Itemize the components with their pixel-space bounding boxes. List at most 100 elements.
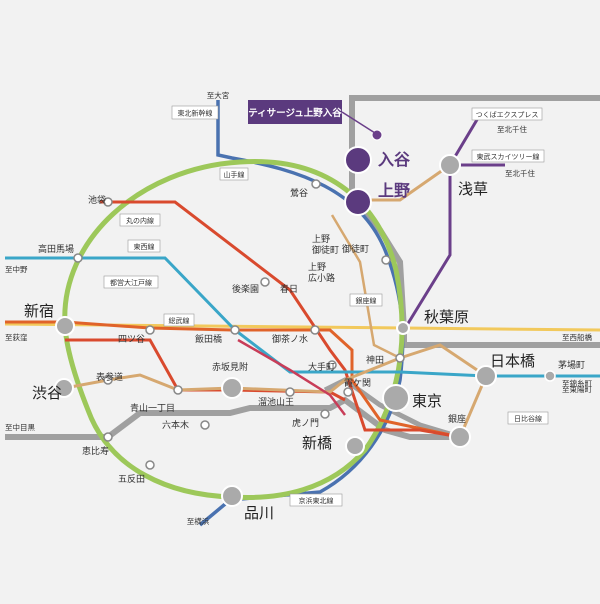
- label-gotanda: 五反田: [118, 474, 145, 485]
- station-roppongi-marker[interactable]: [200, 420, 210, 430]
- label-akihabara: 秋葉原: [424, 308, 469, 326]
- station-kayabacho-marker[interactable]: [544, 370, 556, 382]
- label-shibuya: 渋谷: [32, 384, 62, 402]
- label-aoyamaitchome: 青山一丁目: [130, 402, 175, 414]
- label-keihin-tohoku: 京浜東北線: [299, 496, 334, 505]
- marunouchi-line: [100, 200, 461, 439]
- label-ginza: 銀座: [448, 413, 466, 425]
- station-yotsuya-marker[interactable]: [145, 325, 155, 335]
- label-ueno-okachimachi: 上野御徒町: [312, 234, 339, 256]
- dir-yokohama: 至横浜: [187, 516, 210, 526]
- label-tsukuba-express: つくばエクスプレス: [476, 110, 539, 119]
- label-akasakamitsuke: 赤坂見附: [212, 361, 248, 373]
- label-shinagawa: 品川: [244, 504, 274, 522]
- line-label-boxes: 東北新幹線 山手線 丸の内線 東西線 都営大江戸線 総武線 銀座線 京浜東北線 …: [103, 105, 549, 507]
- station-uguisudani-marker[interactable]: [311, 179, 321, 189]
- station-ikebukuro-marker[interactable]: [103, 197, 113, 207]
- label-ochanomizu: 御茶ノ水: [272, 333, 308, 345]
- station-nihonbashi-marker[interactable]: [475, 365, 497, 387]
- label-okachimachi: 御徒町: [342, 243, 369, 255]
- label-korakuen: 後楽園: [232, 283, 259, 295]
- label-oedo: 都営大江戸線: [110, 278, 152, 287]
- tsukuba-express-line: [402, 117, 480, 331]
- station-shibuya-marker[interactable]: [54, 378, 74, 398]
- label-hibiya: 日比谷線: [514, 414, 542, 423]
- label-omotesando: 表参道: [96, 371, 123, 383]
- label-ueno-hirokoji: 上野広小路: [308, 262, 335, 284]
- label-tameikesanno: 溜池山王: [258, 396, 294, 408]
- station-akasakamitsuke-marker[interactable]: [221, 377, 243, 399]
- label-yotsuya: 四ツ谷: [118, 334, 145, 345]
- station-shinbashi-marker[interactable]: [345, 436, 365, 456]
- label-sobu: 総武線: [169, 316, 190, 325]
- label-iidabashi: 飯田橋: [195, 333, 222, 345]
- station-omotesando-marker[interactable]: [103, 375, 113, 385]
- station-toranomon-marker[interactable]: [320, 409, 330, 419]
- station-okachimachi-marker[interactable]: [381, 255, 391, 265]
- label-kasumigaseki: 霞ケ関: [344, 378, 371, 389]
- small-station-markers: [73, 179, 405, 470]
- label-takadanobaba: 高田馬場: [38, 243, 74, 255]
- dir-nishifunabashi: 至西船橋: [562, 332, 592, 342]
- dir-nakameguro: 至中目黒: [5, 422, 35, 432]
- station-kasumigaseki-marker[interactable]: [343, 387, 353, 397]
- dir-omiya: 至大宮: [207, 90, 230, 100]
- station-gotanda-marker[interactable]: [145, 460, 155, 470]
- label-tohoku-shinkansen: 東北新幹線: [178, 109, 213, 118]
- label-shinbashi: 新橋: [302, 434, 332, 452]
- property-callout-label: ティサージュ上野入谷: [248, 107, 342, 119]
- label-kayabacho: 茅場町: [558, 359, 585, 371]
- property-callout-box: [248, 100, 342, 124]
- label-nihonbashi: 日本橋: [490, 352, 535, 370]
- label-uguisudani: 鶯谷: [290, 187, 308, 199]
- dir-ogikubo: 至荻窪: [5, 332, 28, 342]
- label-otemachi: 大手町: [308, 361, 335, 373]
- label-tokyo: 東京: [412, 392, 442, 410]
- chuo-line: [5, 320, 461, 439]
- station-iidabashi-marker[interactable]: [230, 325, 240, 335]
- station-ochanomizu-marker[interactable]: [310, 325, 320, 335]
- dir-toyocho: 至東陽町: [562, 384, 592, 394]
- direction-labels: 至大宮 至北千住 至北千住 至中野 至荻窪 至西船橋 至錦糸町 至東陽町 至中目…: [5, 90, 592, 526]
- station-ueno-marker[interactable]: [344, 188, 372, 216]
- label-yamanote: 山手線: [224, 170, 245, 179]
- ginza-line: [64, 343, 488, 438]
- tozai-line: [5, 256, 600, 378]
- oedo-line: [237, 338, 346, 416]
- label-tobu-skytree: 東武スカイツリー線: [477, 152, 540, 161]
- station-otemachi-marker[interactable]: [327, 360, 337, 370]
- station-tameikesanno-marker[interactable]: [285, 387, 295, 397]
- label-marunouchi: 丸の内線: [126, 216, 154, 225]
- station-iriya-marker[interactable]: [344, 146, 372, 174]
- label-tozai: 東西線: [134, 242, 155, 251]
- station-shinjuku-marker[interactable]: [55, 316, 75, 336]
- station-aoyamaitchome-marker[interactable]: [173, 385, 183, 395]
- station-tokyo-marker[interactable]: [382, 384, 410, 412]
- label-ueno: 上野: [378, 181, 410, 200]
- label-iriya: 入谷: [378, 150, 411, 169]
- station-ginza-marker[interactable]: [449, 426, 471, 448]
- hibiya-line: [5, 396, 460, 440]
- station-kanda-marker[interactable]: [395, 353, 405, 363]
- label-ginza: 銀座線: [356, 296, 377, 305]
- station-korakuen-marker[interactable]: [260, 277, 270, 287]
- station-takadanobaba-marker[interactable]: [73, 253, 83, 263]
- station-shinagawa-marker[interactable]: [221, 485, 243, 507]
- station-markers: [54, 154, 556, 507]
- label-toranomon: 虎ノ門: [292, 417, 319, 429]
- label-roppongi: 六本木: [162, 419, 189, 431]
- label-kanda: 神田: [366, 354, 384, 366]
- station-ebisu-marker[interactable]: [103, 432, 113, 442]
- dir-nakano: 至中野: [5, 264, 28, 274]
- dir-kitasenju-tx: 至北千住: [497, 124, 527, 134]
- label-asakusa: 浅草: [458, 180, 488, 198]
- label-shinjuku: 新宿: [24, 302, 54, 320]
- dir-kinshicho: 至錦糸町: [562, 378, 592, 388]
- jr-gray-line-south: [323, 377, 461, 440]
- jr-gray-line-east: [349, 197, 600, 348]
- label-ikebukuro: 池袋: [88, 194, 106, 206]
- station-akihabara-marker[interactable]: [396, 321, 410, 335]
- station-asakusa-marker[interactable]: [439, 154, 461, 176]
